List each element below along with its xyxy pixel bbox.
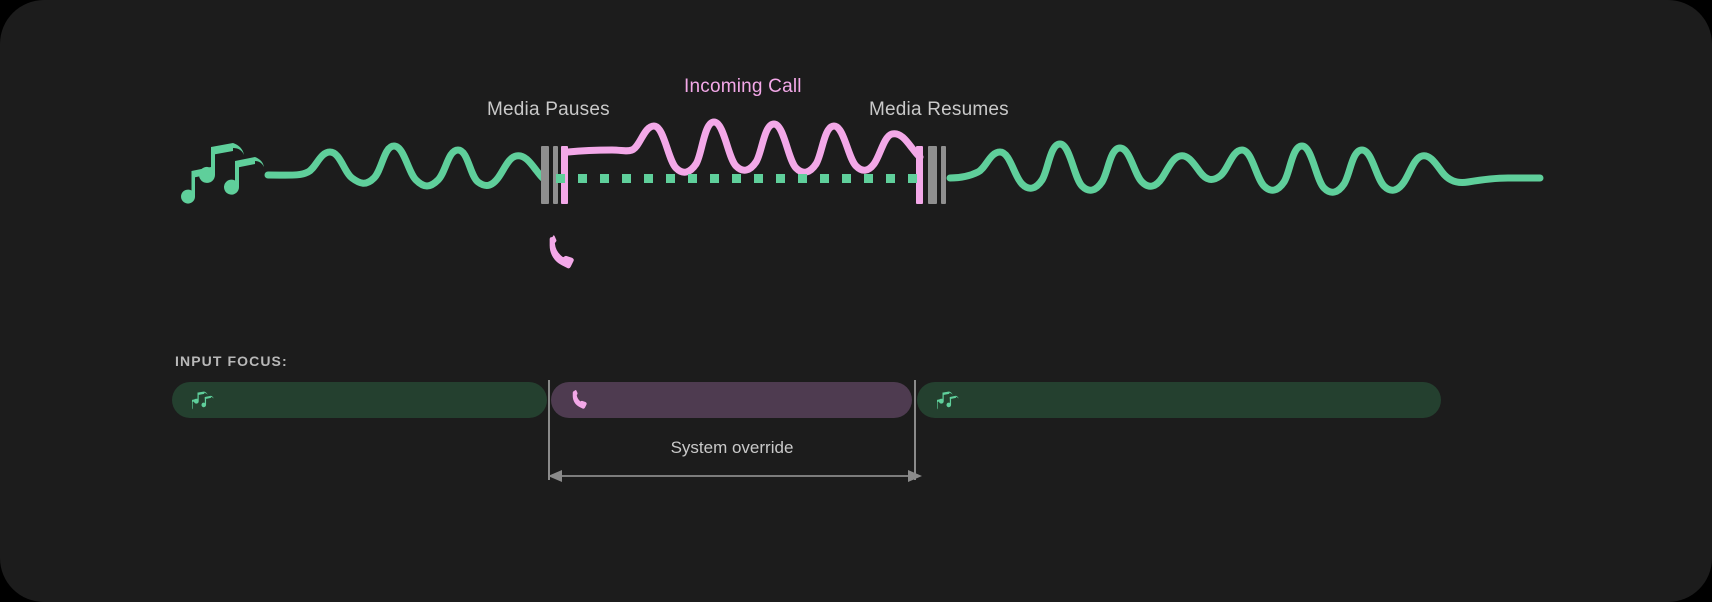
focus-track-call[interactable]	[551, 382, 912, 418]
timeline-svg: .wave-media { fill:none; stroke:#5fcf9b;…	[181, 118, 1544, 271]
label-media-resumes: Media Resumes	[869, 99, 1009, 120]
label-media-pauses: Media Pauses	[487, 99, 610, 120]
override-guide-left	[548, 380, 550, 480]
input-focus-section: INPUT FOCUS:	[0, 340, 1712, 602]
label-incoming-call: Incoming Call	[684, 76, 802, 97]
input-focus-title: INPUT FOCUS:	[175, 353, 288, 369]
phone-icon	[547, 233, 577, 271]
waveform-media-after	[946, 140, 1544, 196]
resume-boundary-bar-gray	[928, 146, 937, 204]
music-notes-icon	[937, 390, 959, 410]
audio-timeline: .wave-media { fill:none; stroke:#5fcf9b;…	[181, 76, 1544, 271]
phone-icon	[571, 390, 591, 410]
focus-track-media-after[interactable]	[917, 382, 1441, 418]
resume-boundary-bar-gray-2	[941, 146, 946, 204]
music-notes-icon	[181, 143, 264, 204]
pause-boundary-bar-gray	[541, 146, 549, 204]
muted-media-dotted-line	[556, 174, 917, 183]
pause-boundary-bar-gray-2	[553, 146, 558, 204]
waveform-media-before	[264, 142, 548, 190]
waveform-incoming-call	[564, 118, 924, 176]
system-override-label: System override	[670, 438, 794, 457]
music-notes-icon	[192, 390, 214, 410]
resume-boundary-bar-pink	[916, 146, 923, 204]
override-guide-right	[914, 380, 916, 480]
system-override-span-arrow	[548, 470, 922, 482]
focus-track-media-before[interactable]	[172, 382, 547, 418]
